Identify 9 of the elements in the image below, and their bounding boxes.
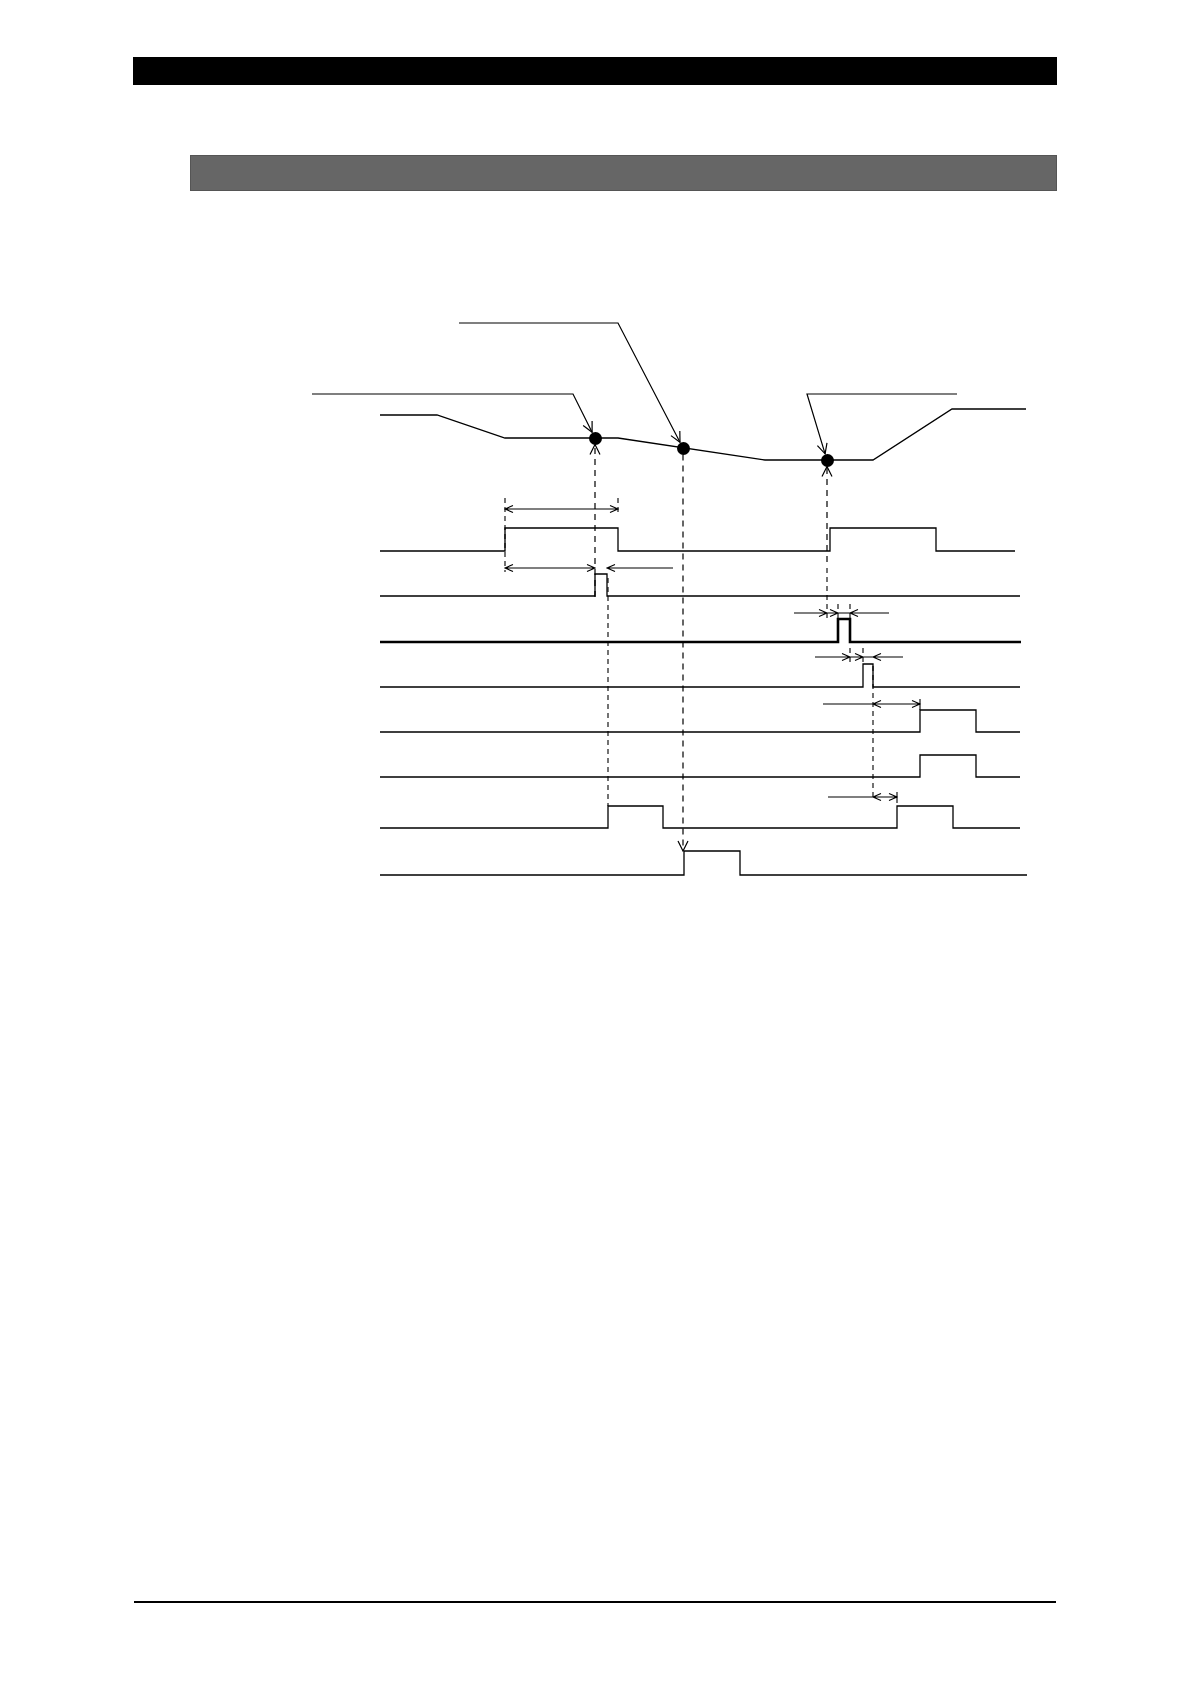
- junction-dot: [676, 441, 690, 455]
- leader-line: [311, 393, 593, 433]
- dashed-arrow: [821, 465, 833, 563]
- junction-dot: [588, 431, 602, 445]
- junction-dot: [820, 453, 834, 467]
- leader-line: [806, 393, 958, 455]
- dashed-arrow: [589, 443, 601, 598]
- dashed-arrow: [677, 453, 689, 852]
- leader-line: [458, 322, 681, 443]
